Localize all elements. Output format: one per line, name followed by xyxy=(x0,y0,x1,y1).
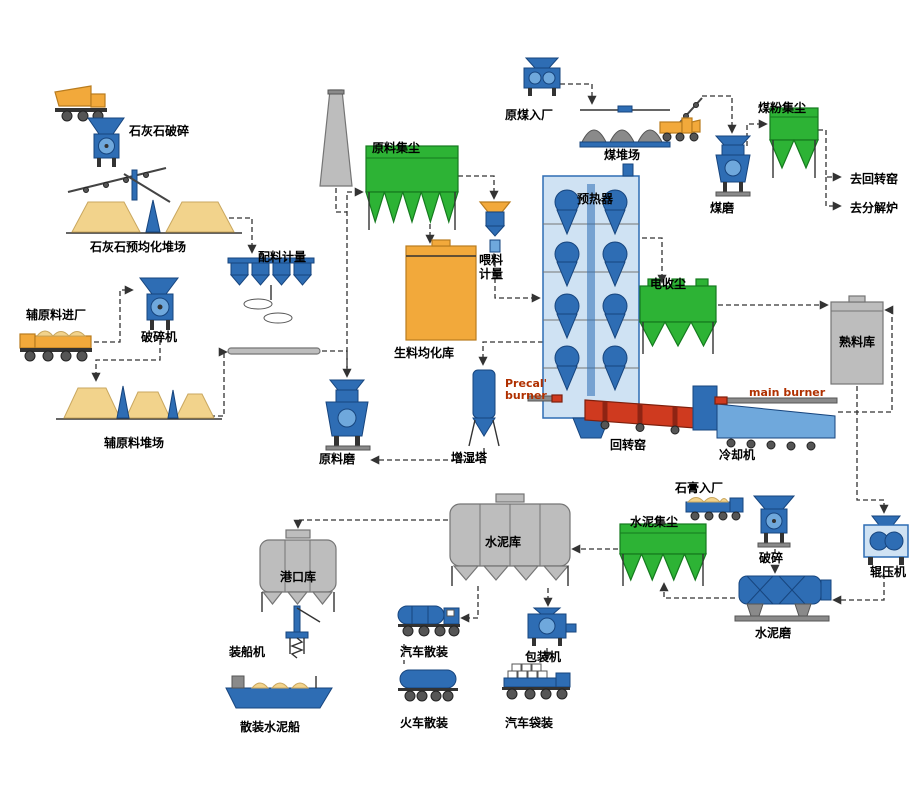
feed-metering-label: 喂料计量 xyxy=(478,253,503,281)
limestone-pile-icon xyxy=(66,199,242,234)
precalciner-burner-pipe-icon xyxy=(527,394,563,403)
coal-mill-icon xyxy=(714,135,752,197)
coal-mill-label: 煤磨 xyxy=(710,201,735,215)
bulk-rail-tanker-icon xyxy=(398,669,458,702)
coal-entry-label: 原煤入厂 xyxy=(505,108,554,122)
batching-station-icon xyxy=(227,257,321,355)
main-burner-label: main burner xyxy=(749,386,826,399)
precal-burner-label: Precal' burner xyxy=(505,377,548,403)
gypsum-crushing-label: 破碎 xyxy=(759,551,784,565)
limestone-conveyor-icon xyxy=(67,167,171,203)
ship-loader-label: 装船机 xyxy=(229,645,266,659)
esp-label: 电收尘 xyxy=(650,277,687,291)
humidifier-label: 增湿塔 xyxy=(451,451,488,465)
roller-press-icon xyxy=(863,515,909,565)
raw-dust-collector-icon xyxy=(365,145,459,230)
raw-meal-silo-icon xyxy=(405,239,477,341)
coal-yard-icon xyxy=(579,105,671,148)
coal-loader-icon xyxy=(659,117,701,142)
limestone-crushing-label: 石灰石破碎 xyxy=(129,124,190,138)
bulk-ship-label: 散装水泥船 xyxy=(240,720,301,734)
coal-dust-label: 煤粉集尘 xyxy=(758,101,807,115)
bulk-cement-ship-icon xyxy=(225,675,333,709)
raw-meal-silo-label: 生料均化库 xyxy=(394,346,455,360)
port-silo-icon xyxy=(259,529,337,612)
aux-entry-label: 辅原料进厂 xyxy=(26,308,87,322)
gypsum-entry-label: 石膏入厂 xyxy=(675,481,724,495)
port-silo-label: 港口库 xyxy=(280,570,317,584)
esp-icon xyxy=(639,278,717,354)
raw-mill-label: 原料磨 xyxy=(319,452,356,466)
bulk-tank-truck-icon xyxy=(397,605,460,637)
gypsum-truck-icon xyxy=(685,497,744,521)
ship-loader-icon xyxy=(285,605,321,659)
cooler-label: 冷却机 xyxy=(719,448,756,462)
cement-silo-icon xyxy=(449,493,571,586)
connector-lines xyxy=(91,83,894,664)
feed-metering-icon xyxy=(478,201,512,253)
cement-mill-icon xyxy=(734,575,832,622)
clinker-silo-label: 熟料库 xyxy=(839,335,876,349)
humidifier-tower-icon xyxy=(468,369,500,447)
aux-material-truck-icon xyxy=(19,330,92,362)
truck-bagged-label: 汽车袋装 xyxy=(505,716,554,730)
coal-yard-label: 煤堆场 xyxy=(604,148,641,162)
cement-dust-collector-icon xyxy=(619,523,707,586)
clinker-silo-icon xyxy=(830,295,884,385)
packing-machine-label: 包装机 xyxy=(525,650,562,664)
preheater-tower-icon xyxy=(542,163,640,439)
packing-machine-icon xyxy=(527,607,577,646)
aux-crusher-label: 破碎机 xyxy=(141,330,178,344)
cement-mill-label: 水泥磨 xyxy=(755,626,792,640)
train-bulk-label: 火车散装 xyxy=(400,716,449,730)
aux-crusher-icon xyxy=(139,277,179,330)
roller-press-label: 辊压机 xyxy=(870,565,907,579)
rotary-kiln-label: 回转窑 xyxy=(610,438,647,452)
aux-yard-label: 辅原料堆场 xyxy=(104,436,165,450)
truck-bulk-label: 汽车散装 xyxy=(400,645,449,659)
limestone-crusher-icon xyxy=(87,117,125,167)
gypsum-crusher-icon xyxy=(752,495,796,548)
raw-mill-icon xyxy=(325,379,371,451)
coal-entry-crusher-icon xyxy=(523,57,561,96)
raw-dust-label: 原料集尘 xyxy=(372,141,421,155)
cement-dust-label: 水泥集尘 xyxy=(630,515,679,529)
aux-material-pile-icon xyxy=(56,385,222,420)
to-rotary-kiln-label: 去回转窑 xyxy=(850,172,899,186)
chimney-icon xyxy=(319,89,353,187)
bagged-cement-truck-icon xyxy=(502,663,571,700)
batching-label: 配料计量 xyxy=(258,250,307,264)
clinker-cooler-icon xyxy=(692,385,838,451)
limestone-yard-label: 石灰石预均化堆场 xyxy=(90,240,187,254)
preheater-label: 预热器 xyxy=(577,192,614,206)
rotary-kiln-icon xyxy=(584,399,696,435)
coal-dust-collector-icon xyxy=(769,107,819,178)
cement-silo-label: 水泥库 xyxy=(485,535,522,549)
to-calciner-label: 去分解炉 xyxy=(850,201,899,215)
limestone-dump-truck-icon xyxy=(54,85,107,122)
